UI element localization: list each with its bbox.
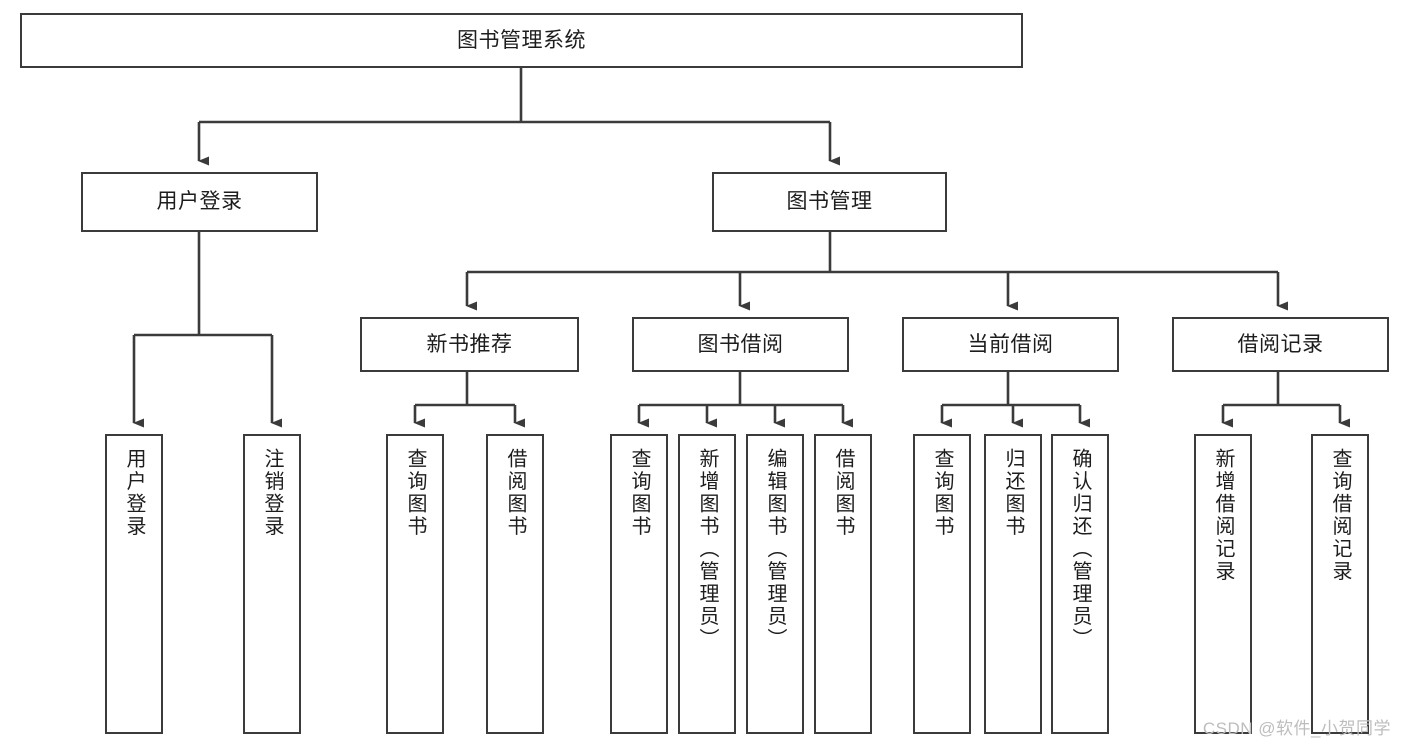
edge-root-to-level1 [197,68,840,166]
node-leaf-cb-return-book-label: 归还图书 [1002,448,1024,538]
node-leaf-cb-confirm-return-label: 确认归还（管理员） [1069,448,1091,651]
edge-userlogin-to-leaves [132,232,282,428]
node-leaf-cb-query-book-label: 查询图书 [931,448,953,538]
node-leaf-rec-borrow-book[interactable]: 借阅图书 [486,434,544,734]
node-book-borrow[interactable]: 图书借阅 [632,317,849,372]
node-leaf-cb-query-book[interactable]: 查询图书 [913,434,971,734]
node-borrow-record[interactable]: 借阅记录 [1172,317,1389,372]
node-leaf-cb-return-book[interactable]: 归还图书 [984,434,1042,734]
node-borrow-record-label: 借阅记录 [1237,332,1324,356]
node-book-manage[interactable]: 图书管理 [712,172,947,232]
node-user-login-label: 用户登录 [156,190,243,214]
node-leaf-rec-borrow-book-label: 借阅图书 [504,448,526,538]
edge-bookmanage-to-level2 [465,232,1288,311]
node-user-login[interactable]: 用户登录 [81,172,318,232]
node-leaf-bb-borrow-book-label: 借阅图书 [832,448,854,538]
node-leaf-bb-query-book-label: 查询图书 [628,448,650,538]
node-root-label: 图书管理系统 [457,28,586,52]
node-leaf-br-query-record[interactable]: 查询借阅记录 [1311,434,1369,734]
node-leaf-user-login[interactable]: 用户登录 [105,434,163,734]
node-leaf-cb-confirm-return[interactable]: 确认归还（管理员） [1051,434,1109,734]
node-leaf-br-add-record-label: 新增借阅记录 [1212,448,1234,583]
node-leaf-bb-query-book[interactable]: 查询图书 [610,434,668,734]
edge-currentborrow-to-leaves [940,372,1090,428]
node-leaf-user-logout[interactable]: 注销登录 [243,434,301,734]
edge-bookborrow-to-leaves [637,372,853,428]
node-current-borrow[interactable]: 当前借阅 [902,317,1119,372]
node-leaf-rec-query-book-label: 查询图书 [404,448,426,538]
node-leaf-user-login-label: 用户登录 [123,448,145,538]
node-root[interactable]: 图书管理系统 [20,13,1023,68]
node-book-borrow-label: 图书借阅 [697,332,784,356]
watermark-text: CSDN @软件_小贺同学 [1202,719,1391,738]
node-leaf-bb-borrow-book[interactable]: 借阅图书 [814,434,872,734]
node-leaf-user-logout-label: 注销登录 [261,448,283,538]
edge-newbookrec-to-leaves [413,372,525,428]
node-leaf-br-query-record-label: 查询借阅记录 [1329,448,1351,583]
node-new-book-rec[interactable]: 新书推荐 [360,317,579,372]
node-leaf-bb-add-book-label: 新增图书（管理员） [696,448,718,651]
node-new-book-rec-label: 新书推荐 [426,332,513,356]
edge-borrowrecord-to-leaves [1221,372,1350,428]
node-book-manage-label: 图书管理 [786,190,873,214]
node-leaf-rec-query-book[interactable]: 查询图书 [386,434,444,734]
node-leaf-br-add-record[interactable]: 新增借阅记录 [1194,434,1252,734]
node-leaf-bb-edit-book-label: 编辑图书（管理员） [764,448,786,651]
node-leaf-bb-add-book[interactable]: 新增图书（管理员） [678,434,736,734]
node-current-borrow-label: 当前借阅 [967,332,1054,356]
node-leaf-bb-edit-book[interactable]: 编辑图书（管理员） [746,434,804,734]
